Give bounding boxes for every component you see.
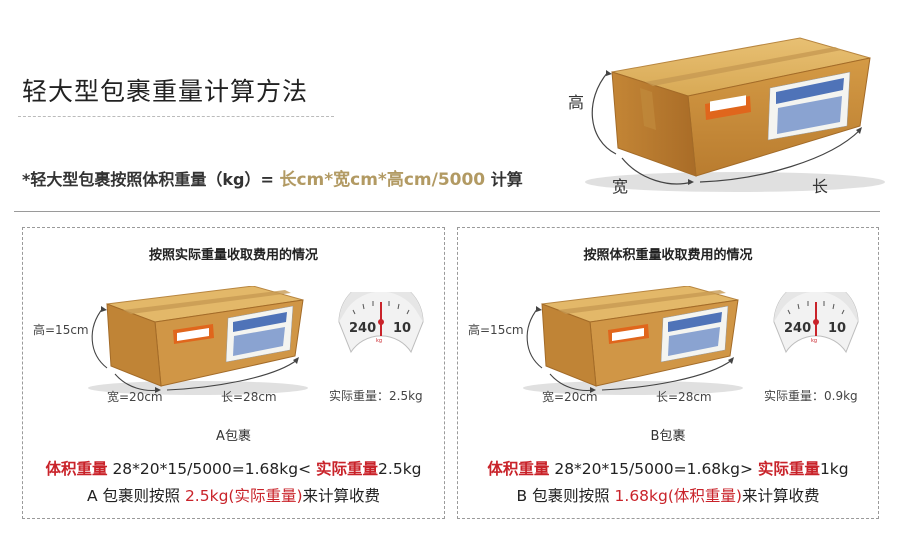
scale-unit: kg	[811, 338, 817, 344]
actual-weight-term: 实际重量	[757, 460, 820, 478]
volume-calc: 28*20*15/5000=1.68kg	[554, 460, 740, 478]
volume-weight-term: 体积重量	[45, 460, 108, 478]
scale-right-number: 10	[393, 321, 411, 336]
scale-left-number: 240	[784, 321, 811, 336]
conclusion-suffix: 来计算收费	[741, 487, 820, 505]
panel-title: 按照体积重量收取费用的情况	[583, 248, 753, 263]
conclusion-suffix: 来计算收费	[302, 487, 381, 505]
scale-unit: kg	[376, 338, 382, 344]
comparison-line: 体积重量 28*20*15/5000=1.68kg> 实际重量1kg	[458, 457, 878, 479]
section-divider	[14, 211, 880, 212]
actual-weight-label: 实际重量：2.5kg	[329, 389, 423, 403]
hero-width-label: 宽	[612, 177, 628, 196]
actual-weight-value: 1kg	[819, 460, 849, 478]
package-b-illustration	[523, 286, 743, 395]
width-label: 宽=20cm	[542, 390, 598, 404]
package-name: A包裹	[216, 429, 251, 444]
barcode-icon	[710, 95, 746, 112]
package-name: B包裹	[650, 429, 686, 444]
conclusion-line: B 包裹则按照 1.68kg(体积重量)来计算收费	[458, 484, 878, 506]
panel-title: 按照实际重量收取费用的情况	[148, 248, 318, 263]
scale-icon: 240 10 kg	[338, 292, 424, 354]
scale-right-number: 10	[828, 321, 846, 336]
conclusion-prefix: B 包裹则按照	[516, 487, 610, 505]
formula-prefix: *轻大型包裹按照体积重量（kg）=	[22, 170, 274, 189]
width-label: 宽=20cm	[107, 390, 163, 404]
comparison-operator: >	[739, 460, 753, 478]
package-a-illustration	[88, 286, 308, 395]
comparison-line: 体积重量 28*20*15/5000=1.68kg< 实际重量2.5kg	[23, 457, 444, 479]
actual-weight-label: 实际重量：0.9kg	[764, 389, 858, 403]
conclusion-prefix: A 包裹则按照	[86, 487, 180, 505]
hero-height-label: 高	[568, 93, 584, 112]
billing-weight: 2.5kg(实际重量)	[184, 487, 303, 505]
height-label: 高=15cm	[33, 323, 89, 337]
actual-weight-value: 2.5kg	[378, 460, 422, 478]
comparison-operator: <	[298, 460, 312, 478]
formula-suffix: 计算	[490, 170, 523, 189]
hero-length-label: 长	[812, 177, 828, 196]
formula-expression: 长cm*宽cm*高cm/5000	[279, 170, 486, 190]
length-label: 长=28cm	[221, 390, 277, 404]
scale-left-number: 240	[349, 321, 376, 336]
hero-box-illustration: 高 宽 长	[568, 37, 885, 196]
title-divider	[18, 116, 334, 117]
panel-actual-weight: 按照实际重量收取费用的情况 高=15cm 宽=20cm 长=28cm 240 1…	[22, 227, 445, 519]
height-label: 高=15cm	[468, 323, 524, 337]
volume-weight-formula: *轻大型包裹按照体积重量（kg）= 长cm*宽cm*高cm/5000 计算	[22, 165, 523, 190]
volume-weight-term: 体积重量	[487, 460, 550, 478]
billing-weight: 1.68kg(体积重量)	[614, 487, 742, 505]
scale-icon: 240 10 kg	[773, 292, 859, 354]
actual-weight-term: 实际重量	[316, 460, 379, 478]
length-label: 长=28cm	[656, 390, 712, 404]
conclusion-line: A 包裹则按照 2.5kg(实际重量)来计算收费	[23, 484, 444, 506]
page-title: 轻大型包裹重量计算方法	[22, 77, 309, 106]
volume-calc: 28*20*15/5000=1.68kg	[112, 460, 299, 478]
panel-volume-weight: 按照体积重量收取费用的情况 高=15cm 宽=20cm 长=28cm 240 1…	[457, 227, 879, 519]
